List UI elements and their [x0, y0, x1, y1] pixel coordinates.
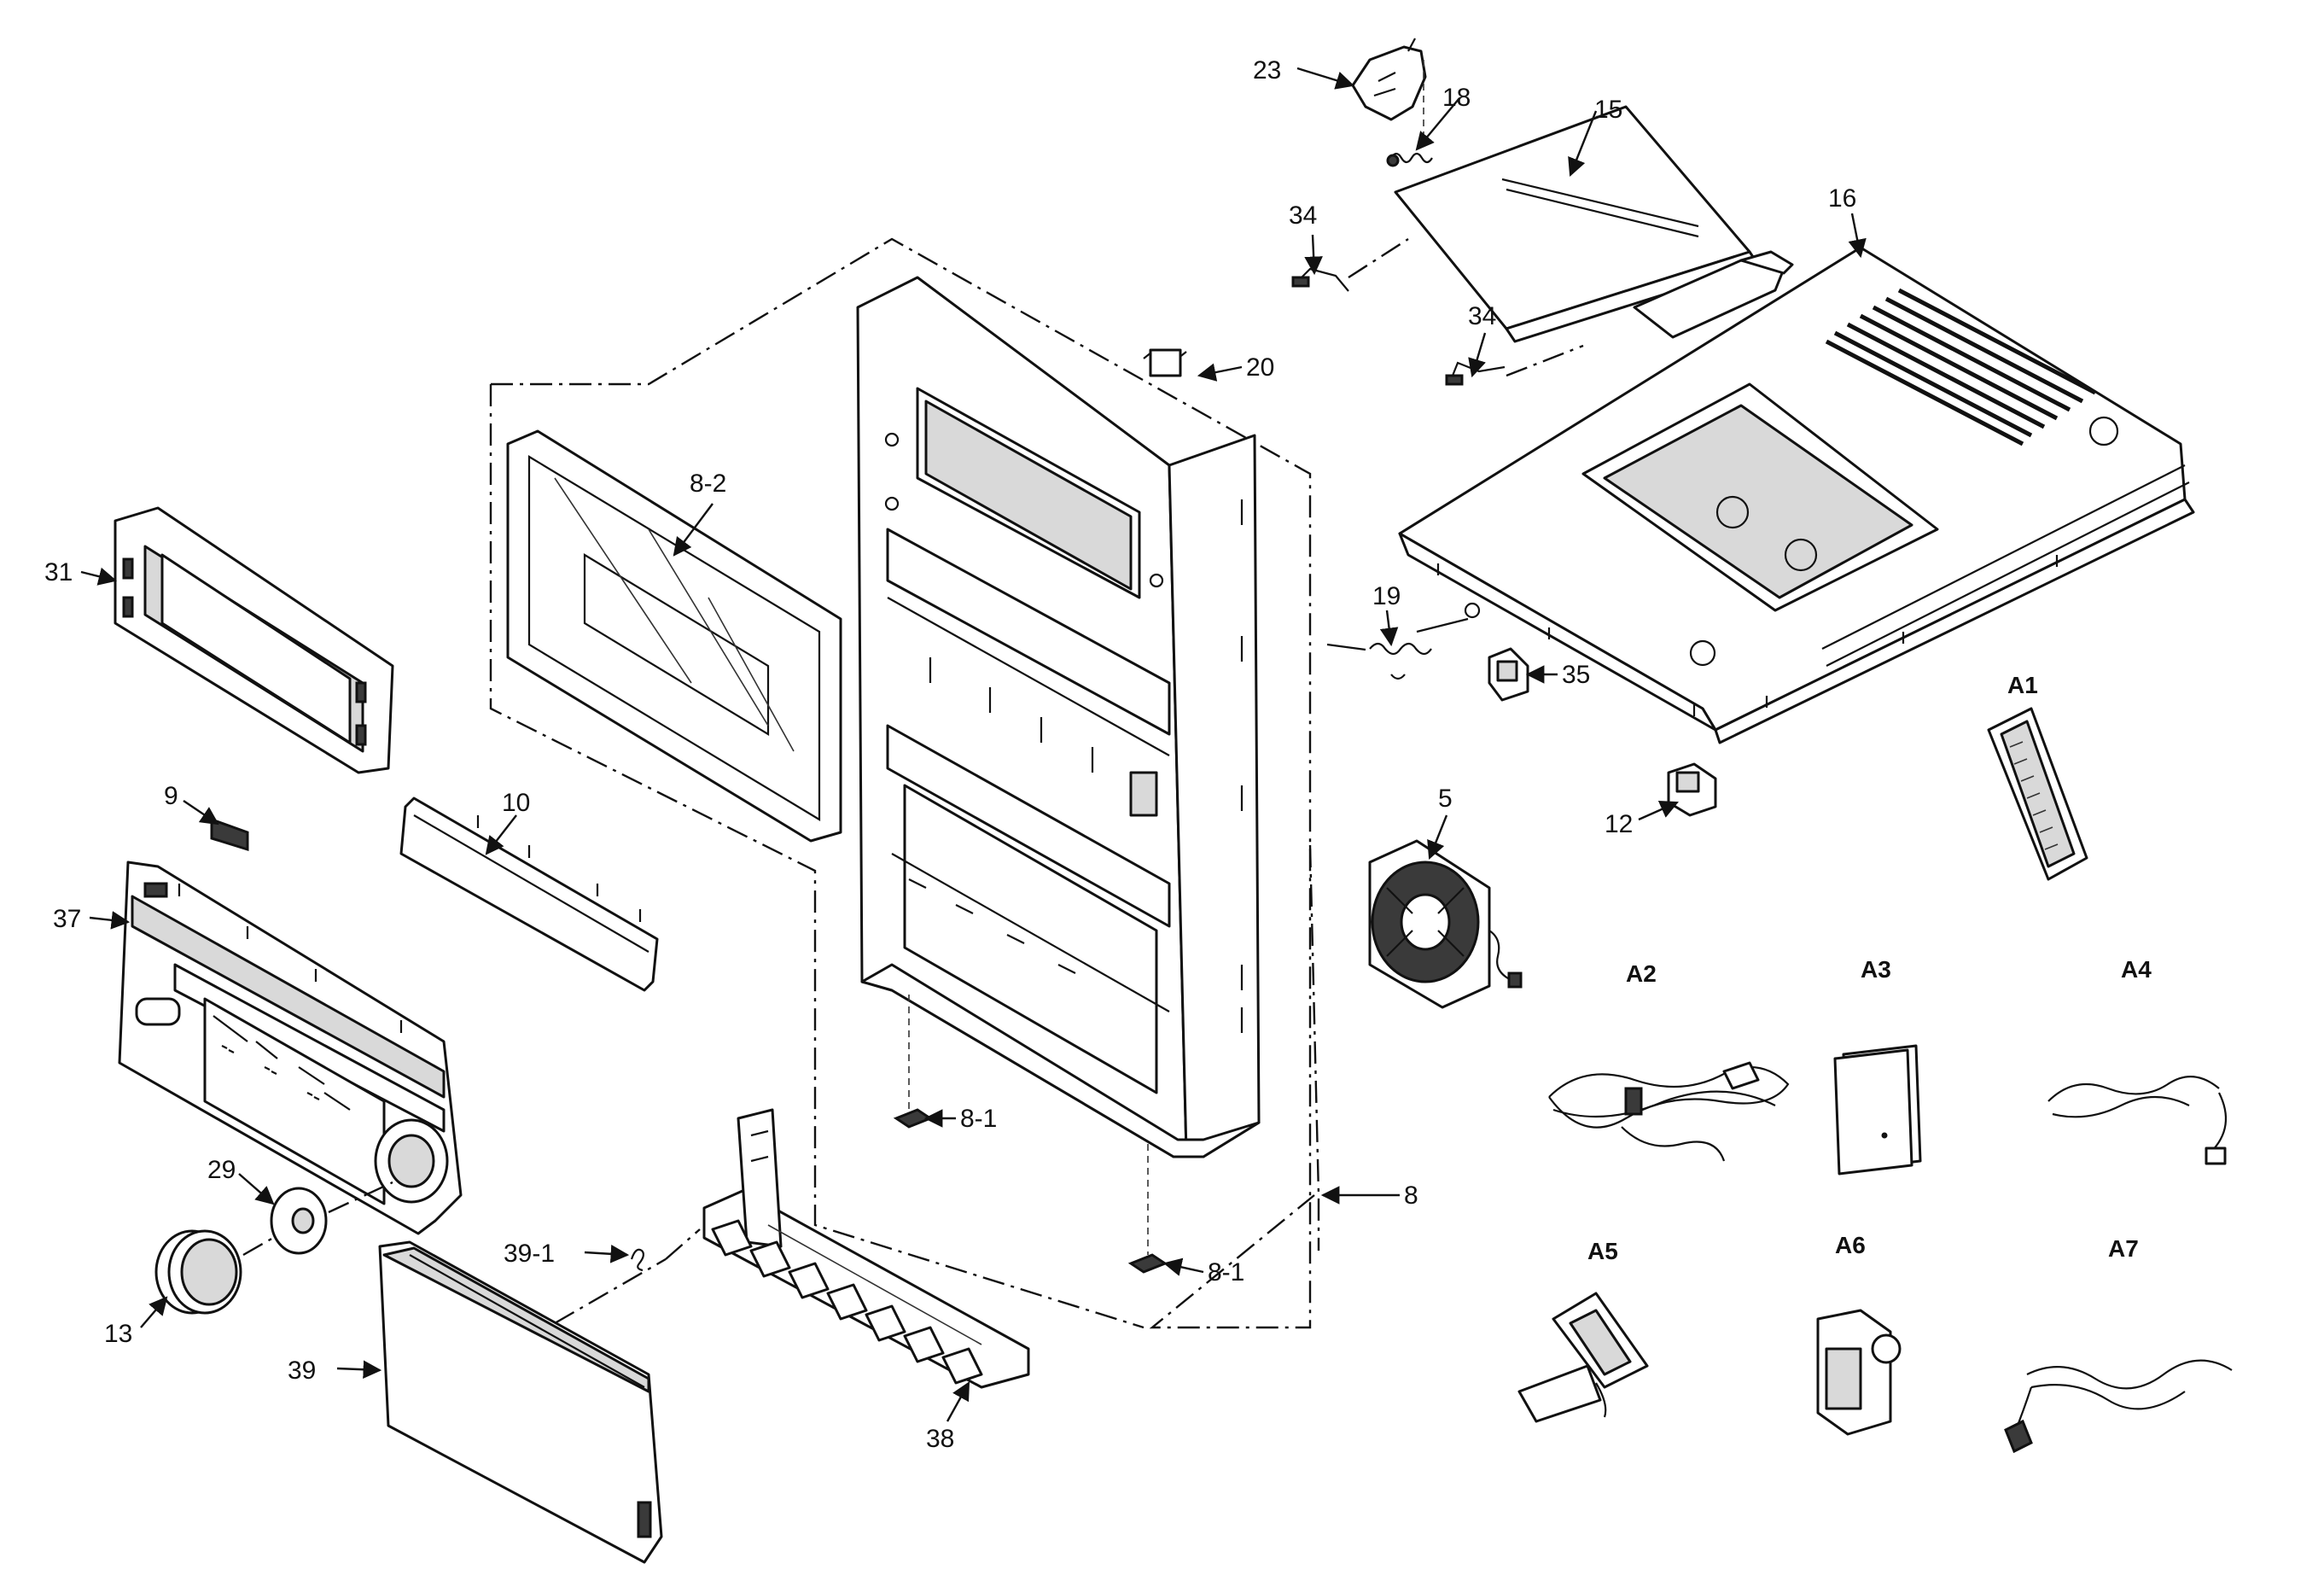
- callout-10: 10: [502, 789, 530, 817]
- callout-37: 37: [53, 905, 81, 933]
- coil-spring-part: [1326, 602, 1481, 680]
- manual-accessory: [1833, 1044, 1922, 1176]
- accessory-label-a6: A6: [1835, 1232, 1866, 1258]
- callout-8: 8: [1404, 1181, 1418, 1210]
- push-switch-part: [1667, 762, 1717, 817]
- door-part: [378, 1240, 667, 1564]
- callout-39-1: 39-1: [504, 1240, 555, 1268]
- accessory-label-a1: A1: [2007, 672, 2038, 698]
- remote-control-accessory: [1987, 707, 2088, 881]
- callout-13: 13: [104, 1320, 132, 1348]
- callout-5: 5: [1438, 785, 1453, 813]
- spring-part: [1386, 152, 1433, 167]
- callout-12: 12: [1605, 810, 1633, 838]
- top-cover-part: [1398, 246, 2195, 744]
- lever-part-upper: [1291, 267, 1349, 292]
- foot-part-lower: [1127, 1144, 1168, 1274]
- callout-20: 20: [1246, 353, 1274, 382]
- accessory-labels: A1 A2 A3 A4 A5 A6 A7: [1587, 672, 2152, 1264]
- foot-part-upper: [893, 995, 934, 1129]
- fan-part: [1368, 839, 1523, 1009]
- button-strip-part: [702, 1108, 1030, 1389]
- callout-16: 16: [1828, 184, 1856, 213]
- knob-ring-part: [270, 1181, 393, 1255]
- door-spring-part: [630, 1228, 701, 1272]
- callout-38: 38: [926, 1425, 954, 1453]
- cassette-lid-part: [1394, 105, 1794, 343]
- callout-34-upper: 34: [1289, 201, 1317, 230]
- ac-cord-accessory: [2004, 1359, 2233, 1454]
- callout-9: 9: [164, 782, 178, 810]
- accessory-label-a4: A4: [2121, 956, 2152, 983]
- accessory-label-a3: A3: [1861, 956, 1891, 983]
- display-window-part: [506, 429, 842, 843]
- adapter-accessory: [1816, 1309, 1902, 1436]
- loop-antenna-accessory: [1517, 1292, 1649, 1423]
- callout-34-lower: 34: [1468, 302, 1496, 330]
- accessory-label-a5: A5: [1587, 1238, 1618, 1264]
- callout-31: 31: [44, 558, 73, 586]
- leader-lines: [80, 67, 1867, 1422]
- cord-bundle-accessory: [1548, 1061, 1790, 1162]
- callout-39: 39: [288, 1357, 316, 1385]
- small-spring-part: [1143, 348, 1187, 377]
- callout-29: 29: [207, 1156, 236, 1184]
- cable-accessory: [2047, 1076, 2228, 1165]
- callout-35: 35: [1562, 661, 1590, 689]
- accessory-label-a2: A2: [1626, 960, 1657, 987]
- small-button-part: [210, 817, 249, 852]
- callout-8-2: 8-2: [690, 470, 726, 498]
- front-chassis-part: [856, 276, 1261, 1158]
- knob-part: [154, 1229, 274, 1315]
- front-panel-part: [118, 861, 463, 1235]
- callout-labels: 23 18 15 16 34 34 20 8-2 31 19 35 12 5 9…: [44, 56, 1856, 1453]
- callout-18: 18: [1442, 84, 1471, 112]
- assembly-boundary-8: [489, 237, 1320, 1329]
- callout-19: 19: [1372, 582, 1401, 610]
- vent-slats: [1825, 288, 2097, 446]
- callout-8-1-lower: 8-1: [1208, 1258, 1244, 1287]
- callout-8-1-upper: 8-1: [960, 1105, 997, 1133]
- display-holder-part: [114, 506, 394, 774]
- bracket-part: [1351, 38, 1427, 141]
- accessory-label-a7: A7: [2108, 1235, 2139, 1262]
- switch-part: [1488, 647, 1529, 702]
- callout-15: 15: [1594, 96, 1622, 124]
- callout-23: 23: [1253, 56, 1281, 85]
- strip-part: [399, 796, 659, 992]
